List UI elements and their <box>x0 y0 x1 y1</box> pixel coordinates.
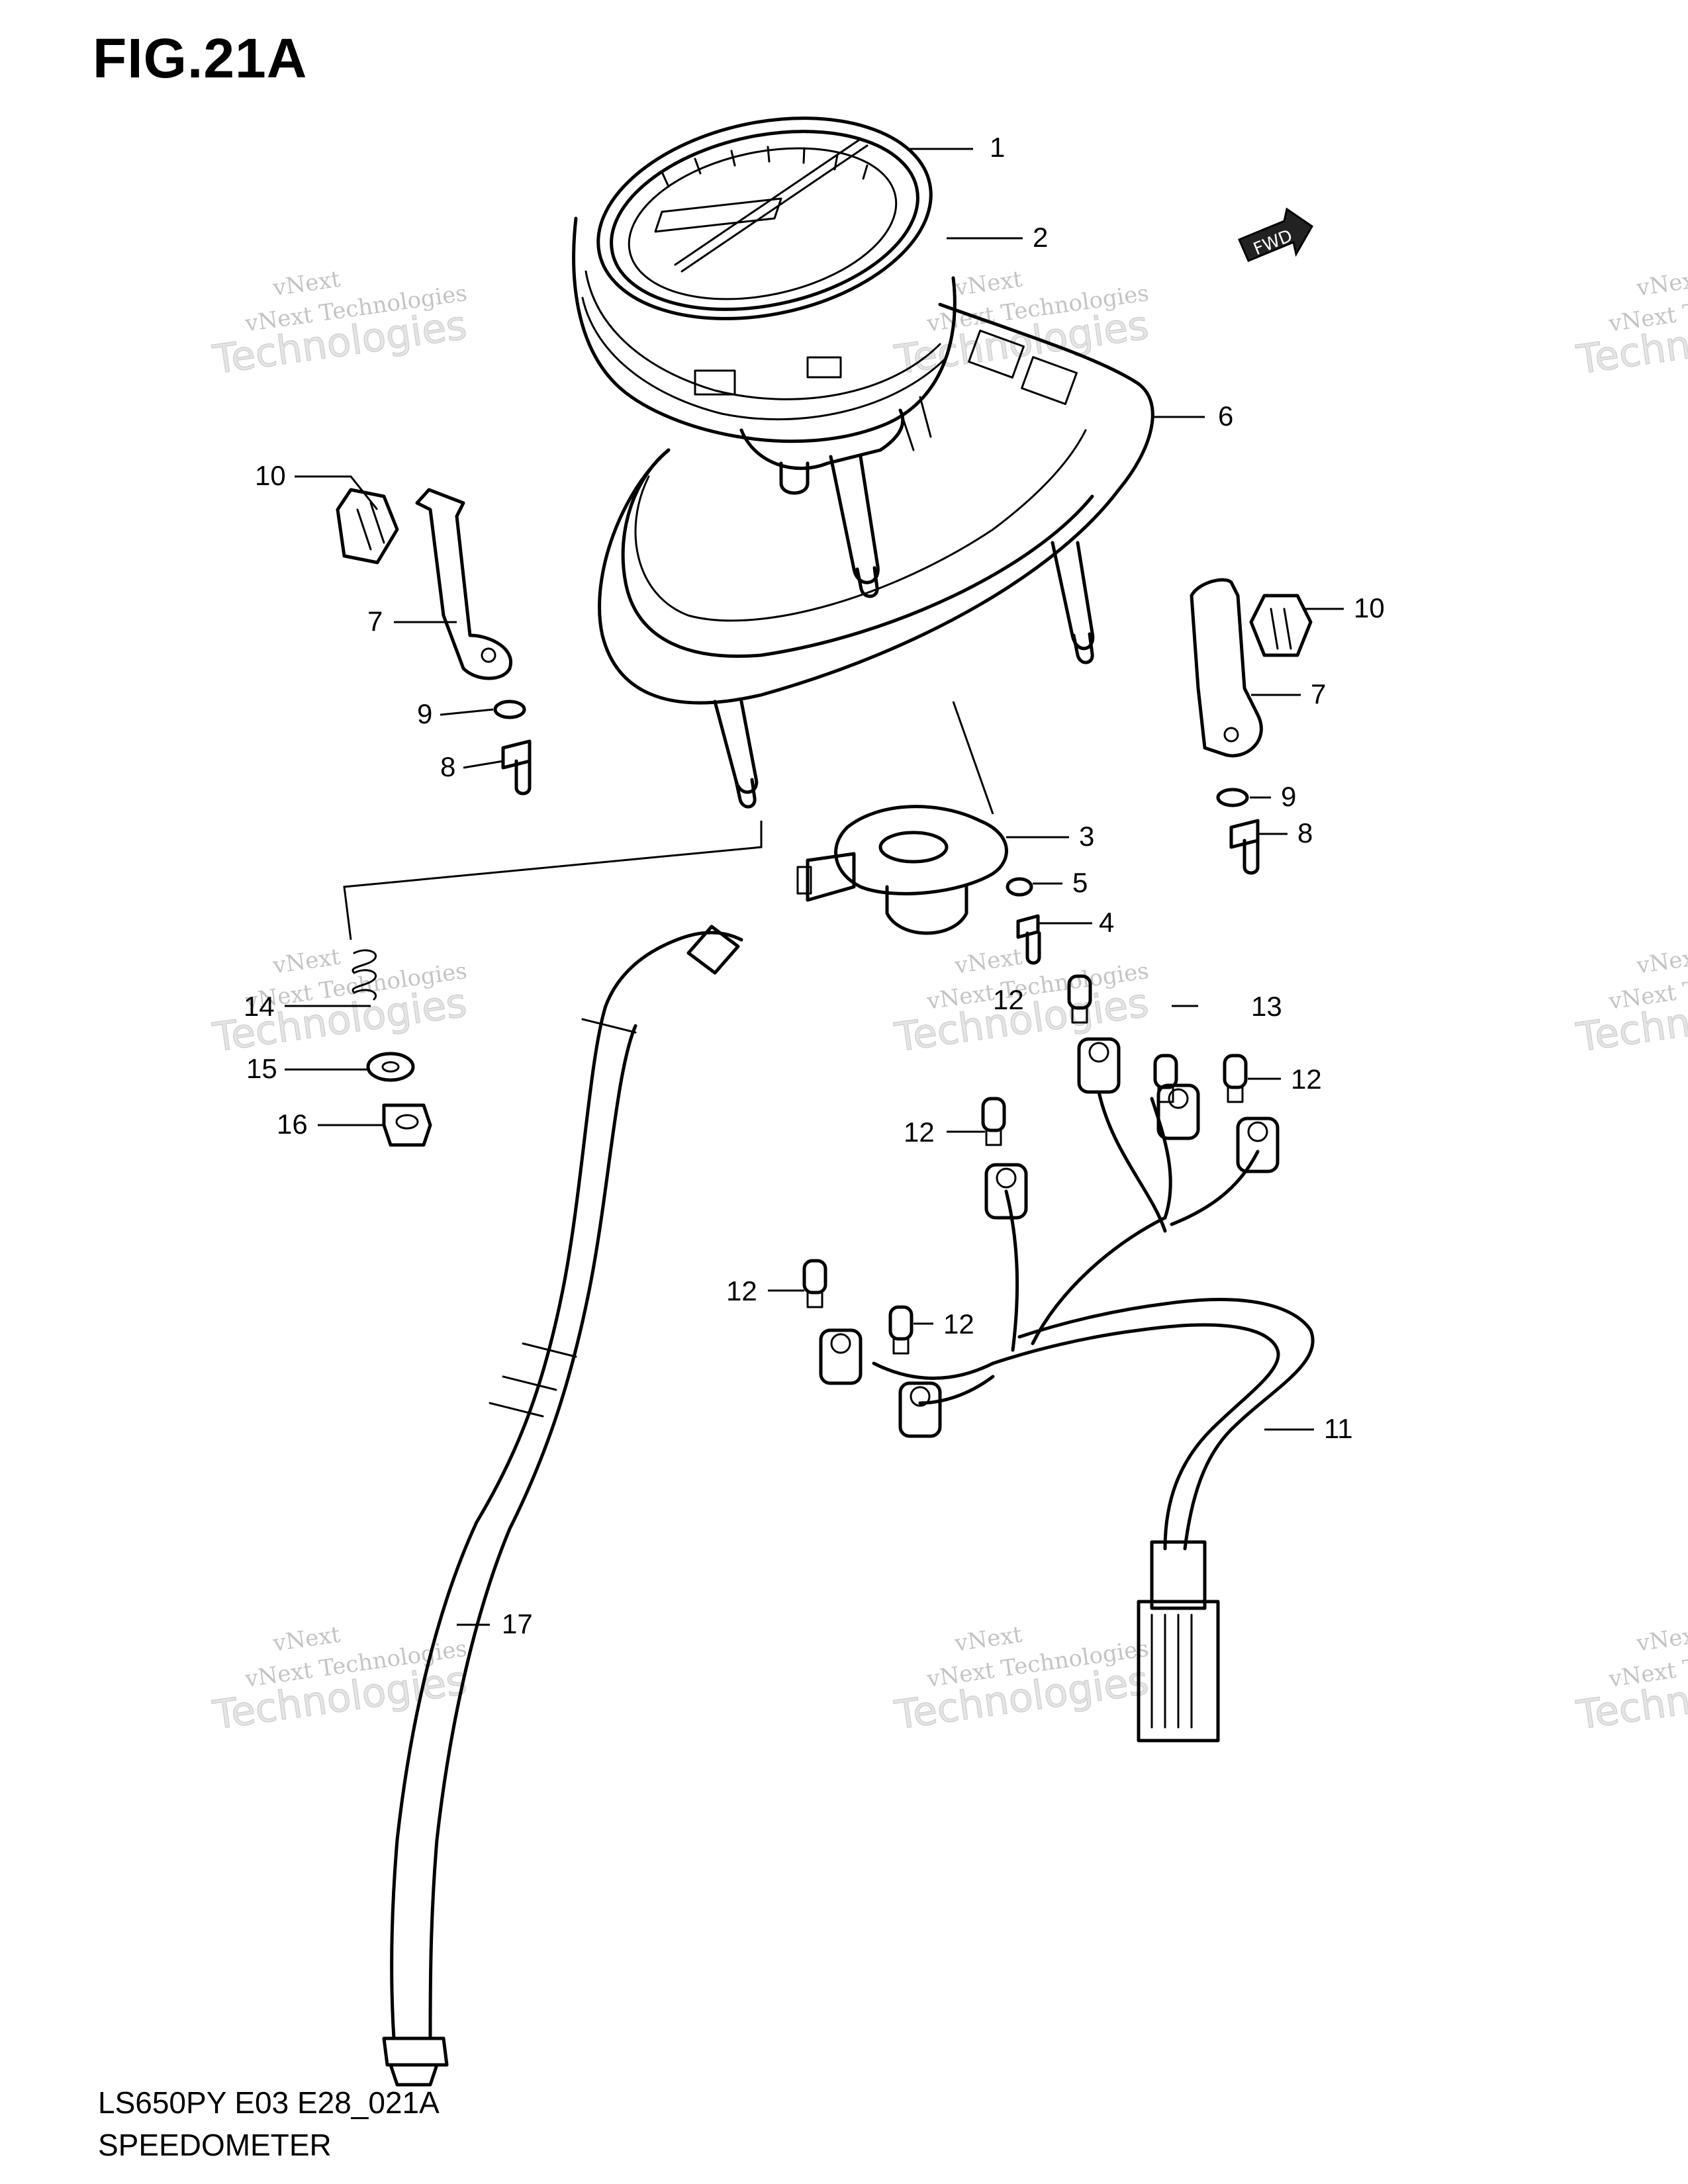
bulb-socket <box>898 1381 942 1438</box>
gearbox-screw <box>1016 914 1041 965</box>
gearbox-washer <box>1006 877 1033 897</box>
callout-part-8-left: 8 <box>440 751 456 782</box>
bulb-socket <box>1236 1116 1280 1173</box>
speedometer-gearbox <box>796 805 1008 935</box>
bulb-socket <box>1077 1037 1121 1094</box>
callout-part-15: 15 <box>246 1053 277 1084</box>
fwd-arrow-icon: FWD <box>1238 207 1313 262</box>
bulb <box>981 1097 1006 1146</box>
right-mount-bracket <box>1190 578 1263 758</box>
callout-part-9-right: 9 <box>1281 781 1297 812</box>
callout-part-2: 2 <box>1033 222 1049 253</box>
bulb-socket <box>1156 1083 1200 1140</box>
callout-part-3: 3 <box>1079 821 1095 852</box>
bulb <box>1067 974 1092 1024</box>
speedometer-cable <box>382 925 743 2087</box>
figure-title: FIG.21A <box>93 27 308 89</box>
callout-part-7-left: 7 <box>367 606 383 637</box>
housing-studs <box>713 455 1095 809</box>
callout-part-7-right: 7 <box>1311 678 1327 709</box>
cable-nut <box>382 1103 432 1147</box>
meter-housing <box>598 302 1154 705</box>
callout-part-5: 5 <box>1072 867 1088 898</box>
callout-part-4: 4 <box>1099 907 1115 938</box>
callout-part-12: 12 <box>1291 1064 1322 1095</box>
right-bolt <box>1229 819 1260 875</box>
right-clip <box>1249 594 1313 657</box>
callout-part-13: 13 <box>1251 991 1282 1022</box>
bulb <box>888 1305 914 1355</box>
callout-part-9-left: 9 <box>417 698 433 729</box>
callout-part-12: 12 <box>993 984 1024 1015</box>
callout-part-8-right: 8 <box>1297 817 1313 848</box>
callout-part-10-right: 10 <box>1354 592 1385 623</box>
bulb-socket <box>819 1328 863 1385</box>
assembly-name: SPEEDOMETER <box>98 2128 332 2162</box>
left-clip <box>336 488 399 565</box>
callout-part-10-left: 10 <box>255 460 286 491</box>
callout-part-17: 17 <box>502 1608 533 1639</box>
callout-part-12: 12 <box>943 1308 974 1340</box>
wiring-harness <box>819 1037 1315 1743</box>
callout-part-12: 12 <box>904 1116 935 1148</box>
bulb <box>1223 1054 1248 1103</box>
callout-part-6: 6 <box>1218 400 1234 432</box>
left-washer <box>493 700 526 719</box>
callout-part-1: 1 <box>990 132 1006 163</box>
cable-spring <box>352 949 377 1001</box>
leader-lines <box>285 148 1344 1626</box>
callout-part-11: 11 <box>1324 1413 1353 1444</box>
callout-part-14: 14 <box>244 991 275 1022</box>
bulb-socket <box>984 1163 1028 1220</box>
speedometer-head <box>572 116 957 495</box>
callout-part-16: 16 <box>277 1109 308 1140</box>
bulb <box>1153 1054 1178 1103</box>
bulb <box>802 1259 827 1308</box>
callout-part-12: 12 <box>726 1275 757 1306</box>
model-code: LS650PY E03 E28_021A <box>98 2085 440 2120</box>
left-mount-bracket <box>415 488 513 680</box>
right-washer <box>1216 788 1249 807</box>
left-bolt <box>501 739 532 796</box>
cable-washer <box>366 1052 415 1082</box>
